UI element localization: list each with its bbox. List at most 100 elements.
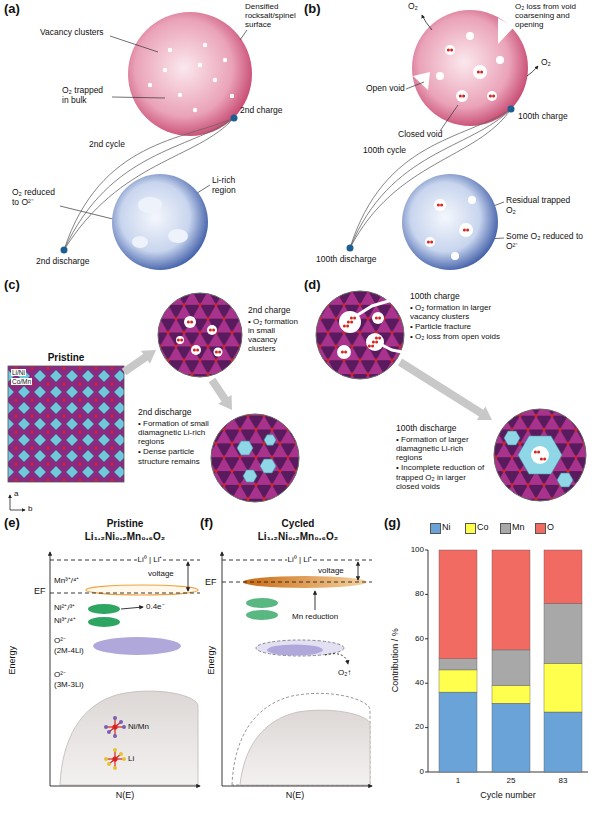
o2-molecule xyxy=(350,317,353,320)
o2-molecule xyxy=(350,321,353,324)
vacancy-cluster xyxy=(203,43,207,47)
particle-crack xyxy=(356,300,402,352)
chart-axes xyxy=(425,550,588,772)
void xyxy=(445,45,455,55)
o2-molecule xyxy=(378,317,381,320)
bulk-band-former xyxy=(232,693,370,785)
bar-segment xyxy=(544,603,582,663)
panel-letter: (e) xyxy=(4,516,20,531)
text-label: Closed void xyxy=(398,130,442,140)
o2-molecule xyxy=(343,325,346,328)
bar-segment xyxy=(439,670,477,692)
o2-molecule xyxy=(353,317,356,320)
vacancy-cluster xyxy=(223,58,227,62)
structure-circle xyxy=(316,291,404,379)
li-rich-region xyxy=(243,470,257,482)
text-label: 2nd charge xyxy=(240,106,283,116)
ni-band xyxy=(88,604,120,614)
o2-molecule xyxy=(463,229,466,232)
li-rich-region xyxy=(237,441,253,455)
neighbour-atom xyxy=(122,757,126,761)
vacancy-cluster xyxy=(163,68,167,72)
axis-tick: 20 xyxy=(415,722,424,731)
state-dot xyxy=(231,115,238,122)
panel-letter: (b) xyxy=(304,2,321,17)
axis-tick: 80 xyxy=(415,589,424,598)
text-label: Li/Ni xyxy=(11,369,26,376)
legend-text: O xyxy=(547,522,554,532)
text-label: Li₁.₂Ni₀.₂Mn₀.₆O₂ xyxy=(85,531,165,543)
text-label: Open void xyxy=(366,84,405,94)
text-label: Li⁰ | Li⁺ xyxy=(287,555,314,564)
text-label: • Formation of larger diamagnetic Li-ric… xyxy=(396,435,490,463)
text-label: O₂ trapped in bulk xyxy=(62,86,112,106)
o2-molecule xyxy=(180,339,183,342)
o2-molecule xyxy=(375,317,378,320)
ni-band xyxy=(88,617,120,627)
text-label: • Formation of small diamagnetic Li-rich… xyxy=(138,419,210,447)
vacancy-cluster xyxy=(214,348,223,357)
text-label: O₂ loss from void coarsening and opening xyxy=(515,2,595,30)
void xyxy=(466,32,474,40)
panel-letter: (d) xyxy=(304,278,321,293)
text-label: voltage xyxy=(318,566,344,575)
void xyxy=(468,196,476,204)
state-dot xyxy=(508,106,515,113)
bar-segment xyxy=(439,692,477,772)
legend-swatch xyxy=(430,523,441,534)
li-rich-region xyxy=(168,229,188,243)
o2-molecule xyxy=(368,345,371,348)
structure-circle xyxy=(494,409,586,501)
process-arrow xyxy=(209,378,232,410)
vacancy-cluster xyxy=(337,345,351,359)
vacancy-cluster xyxy=(148,83,152,87)
li-rich-region xyxy=(557,473,573,487)
text-label: 83 xyxy=(559,776,568,785)
process-arrow xyxy=(122,350,156,375)
text-label: Energy xyxy=(7,646,17,675)
mn-band xyxy=(86,585,198,595)
bar-segment xyxy=(544,712,582,772)
vacancy-cluster xyxy=(193,108,197,112)
ni-band xyxy=(246,598,278,608)
o2-molecule xyxy=(375,341,378,344)
vacancy-cluster xyxy=(198,63,202,67)
neighbour-atom xyxy=(104,757,108,761)
text-label: • Incomplete reduction of trapped O₂ in … xyxy=(396,463,490,491)
vacancy-cluster xyxy=(339,311,361,333)
panel-letter: (g) xyxy=(384,516,401,531)
legend-text: Mn xyxy=(512,522,525,532)
o2-molecule xyxy=(346,325,349,328)
panel-letter: (a) xyxy=(4,2,20,17)
text-label: O₂ xyxy=(541,58,551,68)
vacancy-cluster xyxy=(178,93,182,97)
o2-molecule xyxy=(371,345,374,348)
axis-tick: 40 xyxy=(415,678,424,687)
bar-segment xyxy=(439,550,477,659)
o2-molecule xyxy=(187,321,190,324)
text-label: Li⁰ | Li⁺ xyxy=(137,555,164,564)
legend-text: Co xyxy=(477,522,489,532)
text-label: O₂↑ xyxy=(338,668,351,677)
o2-molecule xyxy=(427,241,430,244)
text-label: 100th discharge xyxy=(396,424,457,434)
void xyxy=(436,72,444,80)
axes xyxy=(222,552,372,786)
state-dot xyxy=(347,245,354,252)
text-label: EF xyxy=(205,577,217,587)
vacancy-cluster xyxy=(191,345,201,355)
text-label: Co/Mn xyxy=(11,378,32,385)
o2-molecule xyxy=(378,337,381,340)
text-label: • Dense particle structure remains xyxy=(138,447,210,465)
li-rich-region xyxy=(260,459,276,473)
o2-molecule xyxy=(459,95,462,98)
text-label: voltage xyxy=(148,569,174,578)
bar-segment xyxy=(492,703,530,772)
text-label: Some O₂ reduced to O²⁻ xyxy=(506,232,586,252)
text-label: N(E) xyxy=(116,790,135,800)
neighbour-atom xyxy=(107,762,111,766)
text-label: • O₂ loss from open voids xyxy=(410,332,505,341)
structure-circle xyxy=(211,414,299,502)
open-void xyxy=(413,72,430,90)
vacancy-cluster xyxy=(366,333,384,351)
